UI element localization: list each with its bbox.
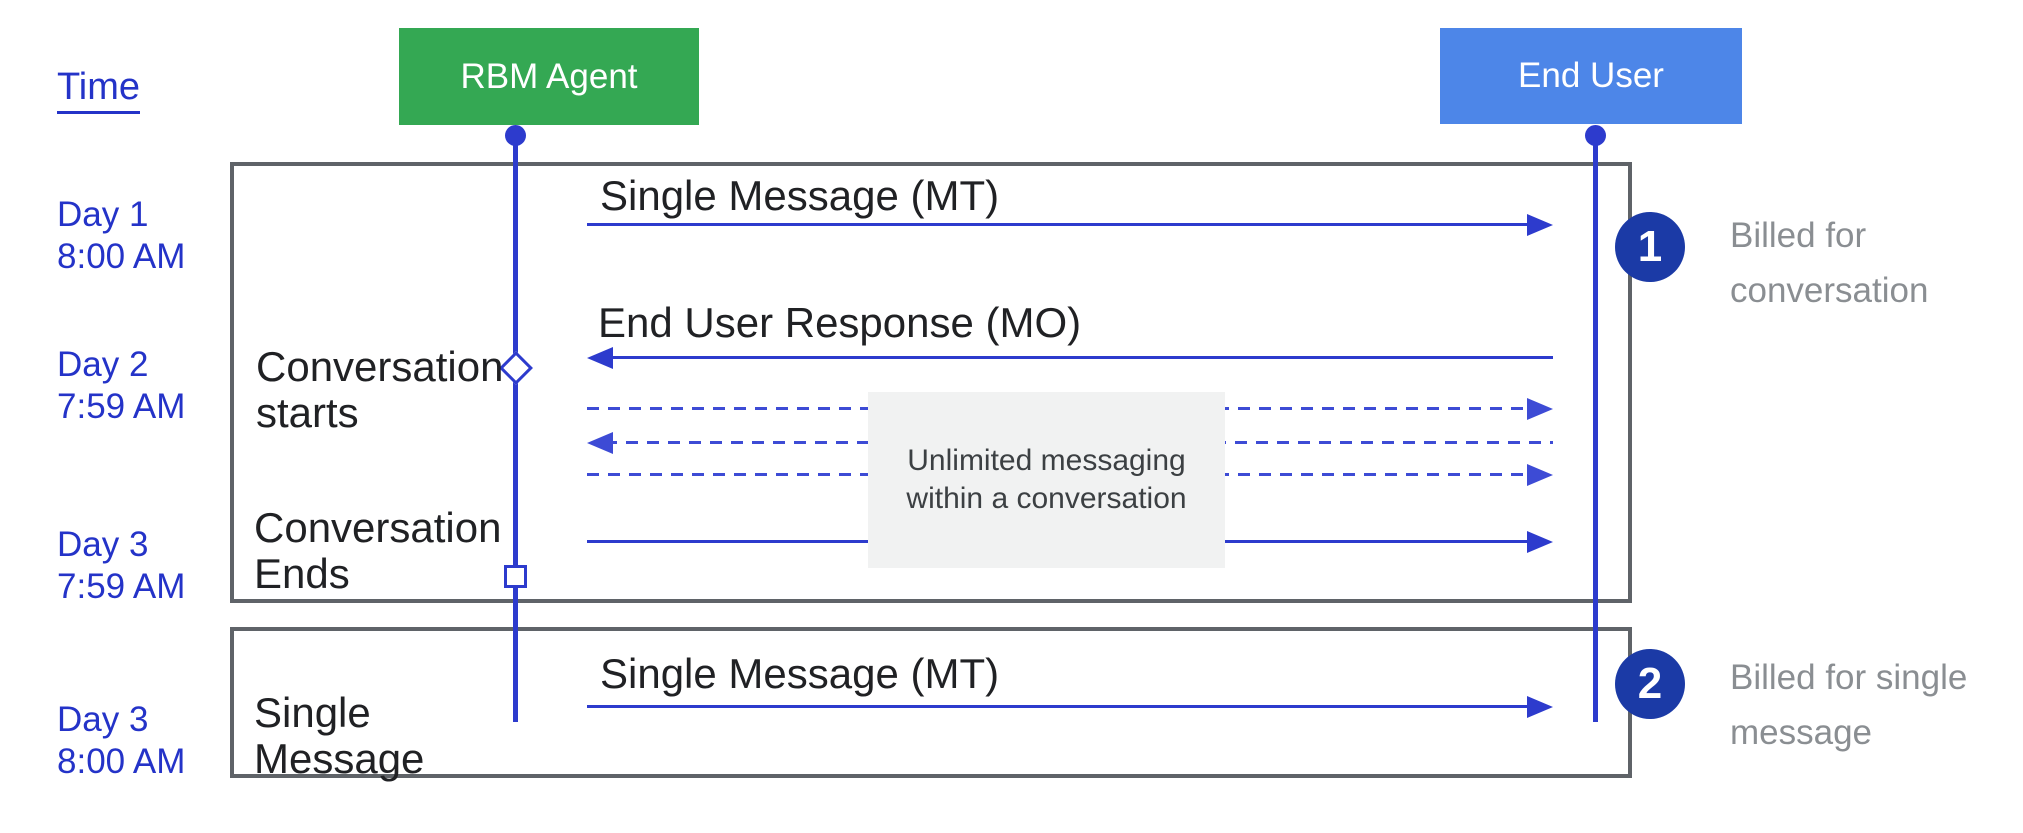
message-mt-1-label: Single Message (MT) <box>600 172 1000 219</box>
time-marker-time: 7:59 AM <box>57 567 186 606</box>
phase-line: Single <box>254 689 371 736</box>
time-marker-day1: Day 1 8:00 AM <box>57 194 185 278</box>
end-user-lifeline <box>1593 126 1598 722</box>
conversation-frame <box>230 162 1632 603</box>
billing-badge-2-number: 2 <box>1637 659 1663 708</box>
message-mo-label: End User Response (MO) <box>598 299 1082 346</box>
actor-end-user: End User <box>1440 28 1742 124</box>
time-axis-label: Time <box>57 66 141 114</box>
actor-rbm-agent: RBM Agent <box>399 28 699 125</box>
phase-line: starts <box>256 389 359 436</box>
time-marker-time: 7:59 AM <box>57 387 186 426</box>
arrowhead-left-icon <box>587 432 613 454</box>
arrowhead-right-icon <box>1527 696 1553 718</box>
message-mt-2-arrow <box>587 696 1553 718</box>
message-mo-arrow <box>587 347 1553 369</box>
rbm-agent-lifeline-dot-icon <box>505 125 526 146</box>
phase-line: Conversation <box>254 504 502 551</box>
message-mt-2-label: Single Message (MT) <box>600 650 1000 697</box>
time-marker-day: Day 2 <box>57 345 149 384</box>
billing-caption-line: message <box>1730 713 1873 752</box>
phase-line: Ends <box>254 550 350 597</box>
time-marker-day: Day 1 <box>57 195 149 234</box>
arrowhead-right-icon <box>1527 531 1553 553</box>
time-marker-day3a: Day 3 7:59 AM <box>57 524 185 608</box>
unlimited-messaging-note-line2: within a conversation <box>906 482 1187 515</box>
arrow-line <box>587 223 1535 226</box>
arrowhead-right-icon <box>1527 464 1553 486</box>
billing-caption-2: Billed for single message <box>1730 650 1967 760</box>
arrow-line <box>605 356 1553 359</box>
actor-rbm-agent-label: RBM Agent <box>460 56 638 96</box>
billing-badge-1-number: 1 <box>1637 222 1663 271</box>
actor-end-user-label: End User <box>1518 56 1664 95</box>
arrowhead-right-icon <box>1527 214 1553 236</box>
time-marker-time: 8:00 AM <box>57 742 186 781</box>
end-user-lifeline-dot-icon <box>1585 125 1606 146</box>
time-marker-day3b: Day 3 8:00 AM <box>57 699 185 783</box>
conversation-ends-label: Conversation Ends <box>254 505 501 597</box>
arrowhead-left-icon <box>587 347 613 369</box>
conversation-end-square-icon <box>504 565 527 588</box>
unlimited-messaging-note: Unlimited messaging within a conversatio… <box>868 392 1225 568</box>
time-marker-day: Day 3 <box>57 525 149 564</box>
arrow-line <box>587 705 1535 708</box>
conversation-starts-label: Conversation starts <box>256 344 503 436</box>
billing-badge-2: 2 <box>1615 649 1685 719</box>
unlimited-messaging-note-line1: Unlimited messaging <box>907 444 1186 477</box>
billing-caption-line: Billed for single <box>1730 658 1968 697</box>
single-message-phase-label: Single Message <box>254 690 424 782</box>
billing-caption-line: conversation <box>1730 271 1929 310</box>
phase-line: Conversation <box>256 343 504 390</box>
time-marker-time: 8:00 AM <box>57 237 186 276</box>
billing-badge-1: 1 <box>1615 212 1685 282</box>
phase-line: Message <box>254 735 425 782</box>
time-marker-day2: Day 2 7:59 AM <box>57 344 185 428</box>
rbm-agent-lifeline <box>513 126 518 722</box>
arrowhead-right-icon <box>1527 398 1553 420</box>
time-marker-day: Day 3 <box>57 700 149 739</box>
billing-caption-1: Billed for conversation <box>1730 208 1928 318</box>
billing-caption-line: Billed for <box>1730 216 1867 255</box>
message-mt-1-arrow <box>587 214 1553 236</box>
